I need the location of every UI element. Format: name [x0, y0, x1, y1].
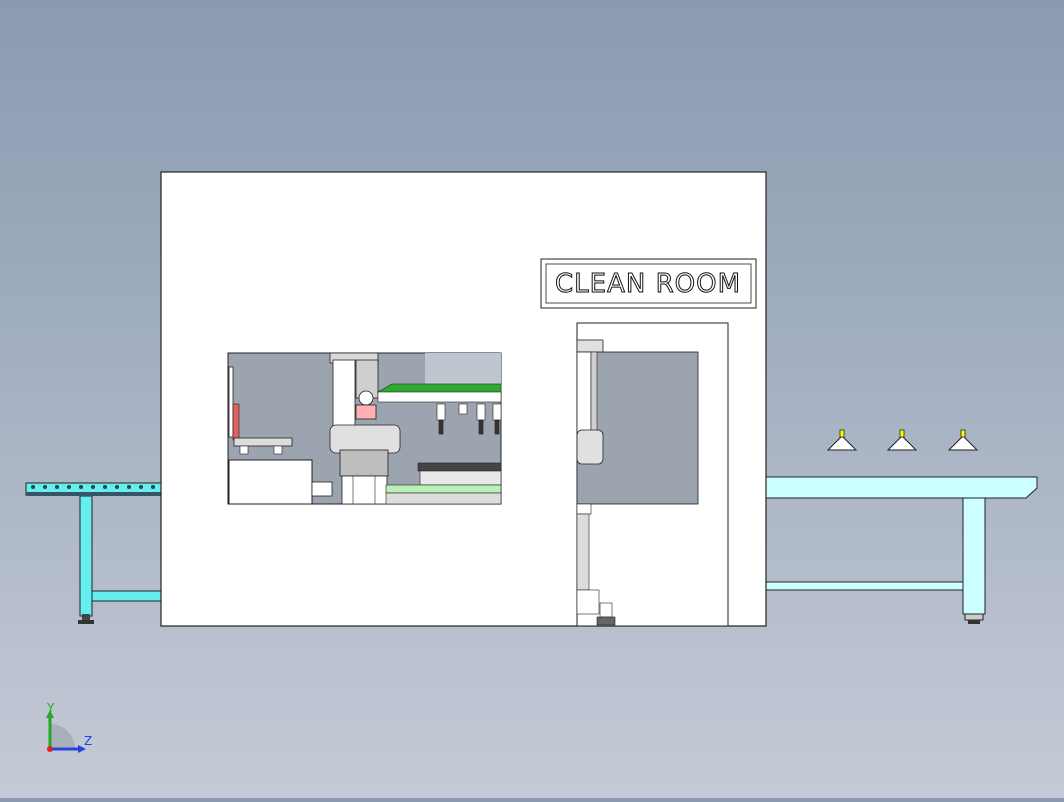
axis-triad: Y Z	[46, 701, 92, 753]
sign-label: CLEAN ROOM	[555, 269, 741, 299]
door-opening[interactable]	[576, 322, 729, 627]
observation-window[interactable]	[227, 352, 502, 505]
y-axis-label: Y	[46, 701, 55, 715]
z-axis-label: Z	[84, 734, 92, 748]
lamp-3	[947, 429, 979, 451]
lamp-2	[886, 429, 918, 451]
left-roller-conveyor[interactable]	[25, 482, 163, 624]
lamp-1	[826, 429, 858, 451]
clean-room-sign: CLEAN ROOM	[540, 258, 757, 309]
